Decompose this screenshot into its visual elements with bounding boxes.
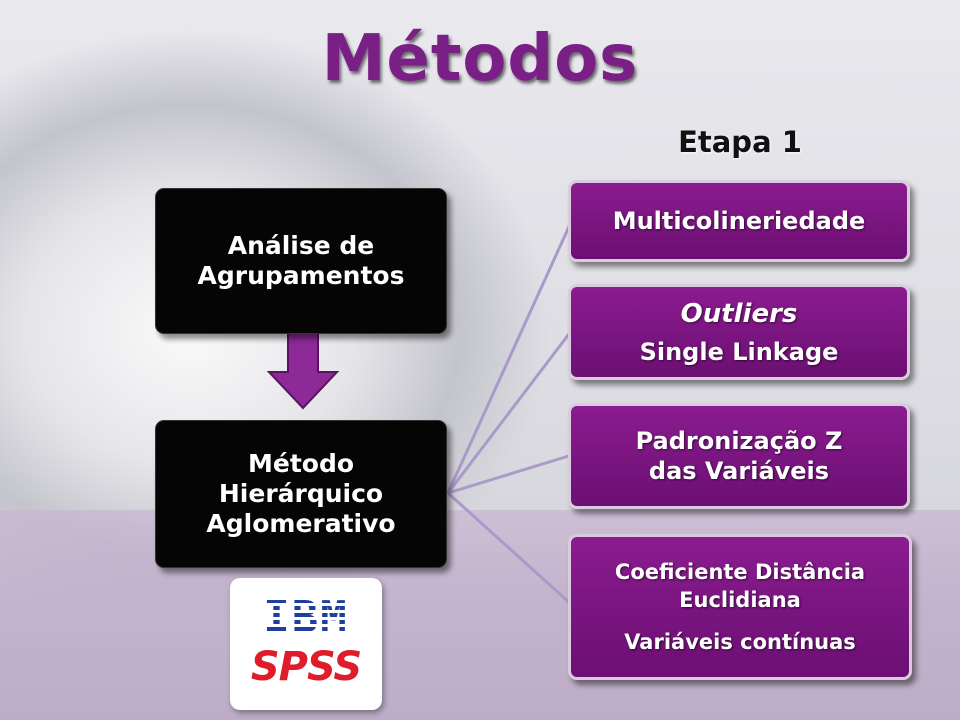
down-arrow-icon	[266, 331, 340, 410]
box-analise-line2: Agrupamentos	[197, 261, 405, 290]
page-title: Métodos	[321, 22, 639, 96]
box-multicolineriedade-label: Multicolineriedade	[612, 207, 866, 235]
box-multicolineriedade: Multicolineriedade	[568, 180, 910, 262]
box-metodo-line3: Aglomerativo	[206, 509, 396, 538]
box-metodo-hierarquico: Método Hierárquico Aglomerativo	[155, 420, 447, 568]
connector-to-multicolineriedade	[446, 219, 574, 494]
box-padronizacao-line1: Padronização Z	[635, 427, 843, 455]
box-padronizacao-line2: das Variáveis	[648, 457, 830, 485]
box-metodo-line2: Hierárquico	[218, 479, 384, 508]
box-coeficiente-sub: Variáveis contínuas	[624, 630, 856, 654]
connector-to-outliers	[446, 329, 574, 494]
box-outliers-sub: Single Linkage	[639, 338, 839, 366]
box-coeficiente: Coeficiente Distância Euclidiana Variáve…	[568, 534, 912, 680]
stage-label: Etapa 1	[678, 125, 802, 159]
box-analise-line1: Análise de	[227, 231, 375, 260]
ibm-spss-logo: IBM SPSS	[230, 578, 382, 710]
box-outliers: Outliers Single Linkage	[568, 284, 910, 380]
spss-logo-text: SPSS	[250, 644, 362, 690]
box-coeficiente-line2: Euclidiana	[679, 588, 801, 612]
box-analise-agrupamentos: Análise de Agrupamentos	[155, 188, 447, 334]
connector-to-coeficiente	[446, 491, 574, 607]
box-metodo-line1: Método	[247, 449, 355, 478]
ibm-logo-text: IBM	[230, 592, 382, 643]
box-outliers-title: Outliers	[680, 299, 798, 329]
connector-to-padronizacao	[447, 453, 573, 495]
box-padronizacao: Padronização Z das Variáveis	[568, 403, 910, 509]
box-coeficiente-line1: Coeficiente Distância	[614, 560, 866, 584]
